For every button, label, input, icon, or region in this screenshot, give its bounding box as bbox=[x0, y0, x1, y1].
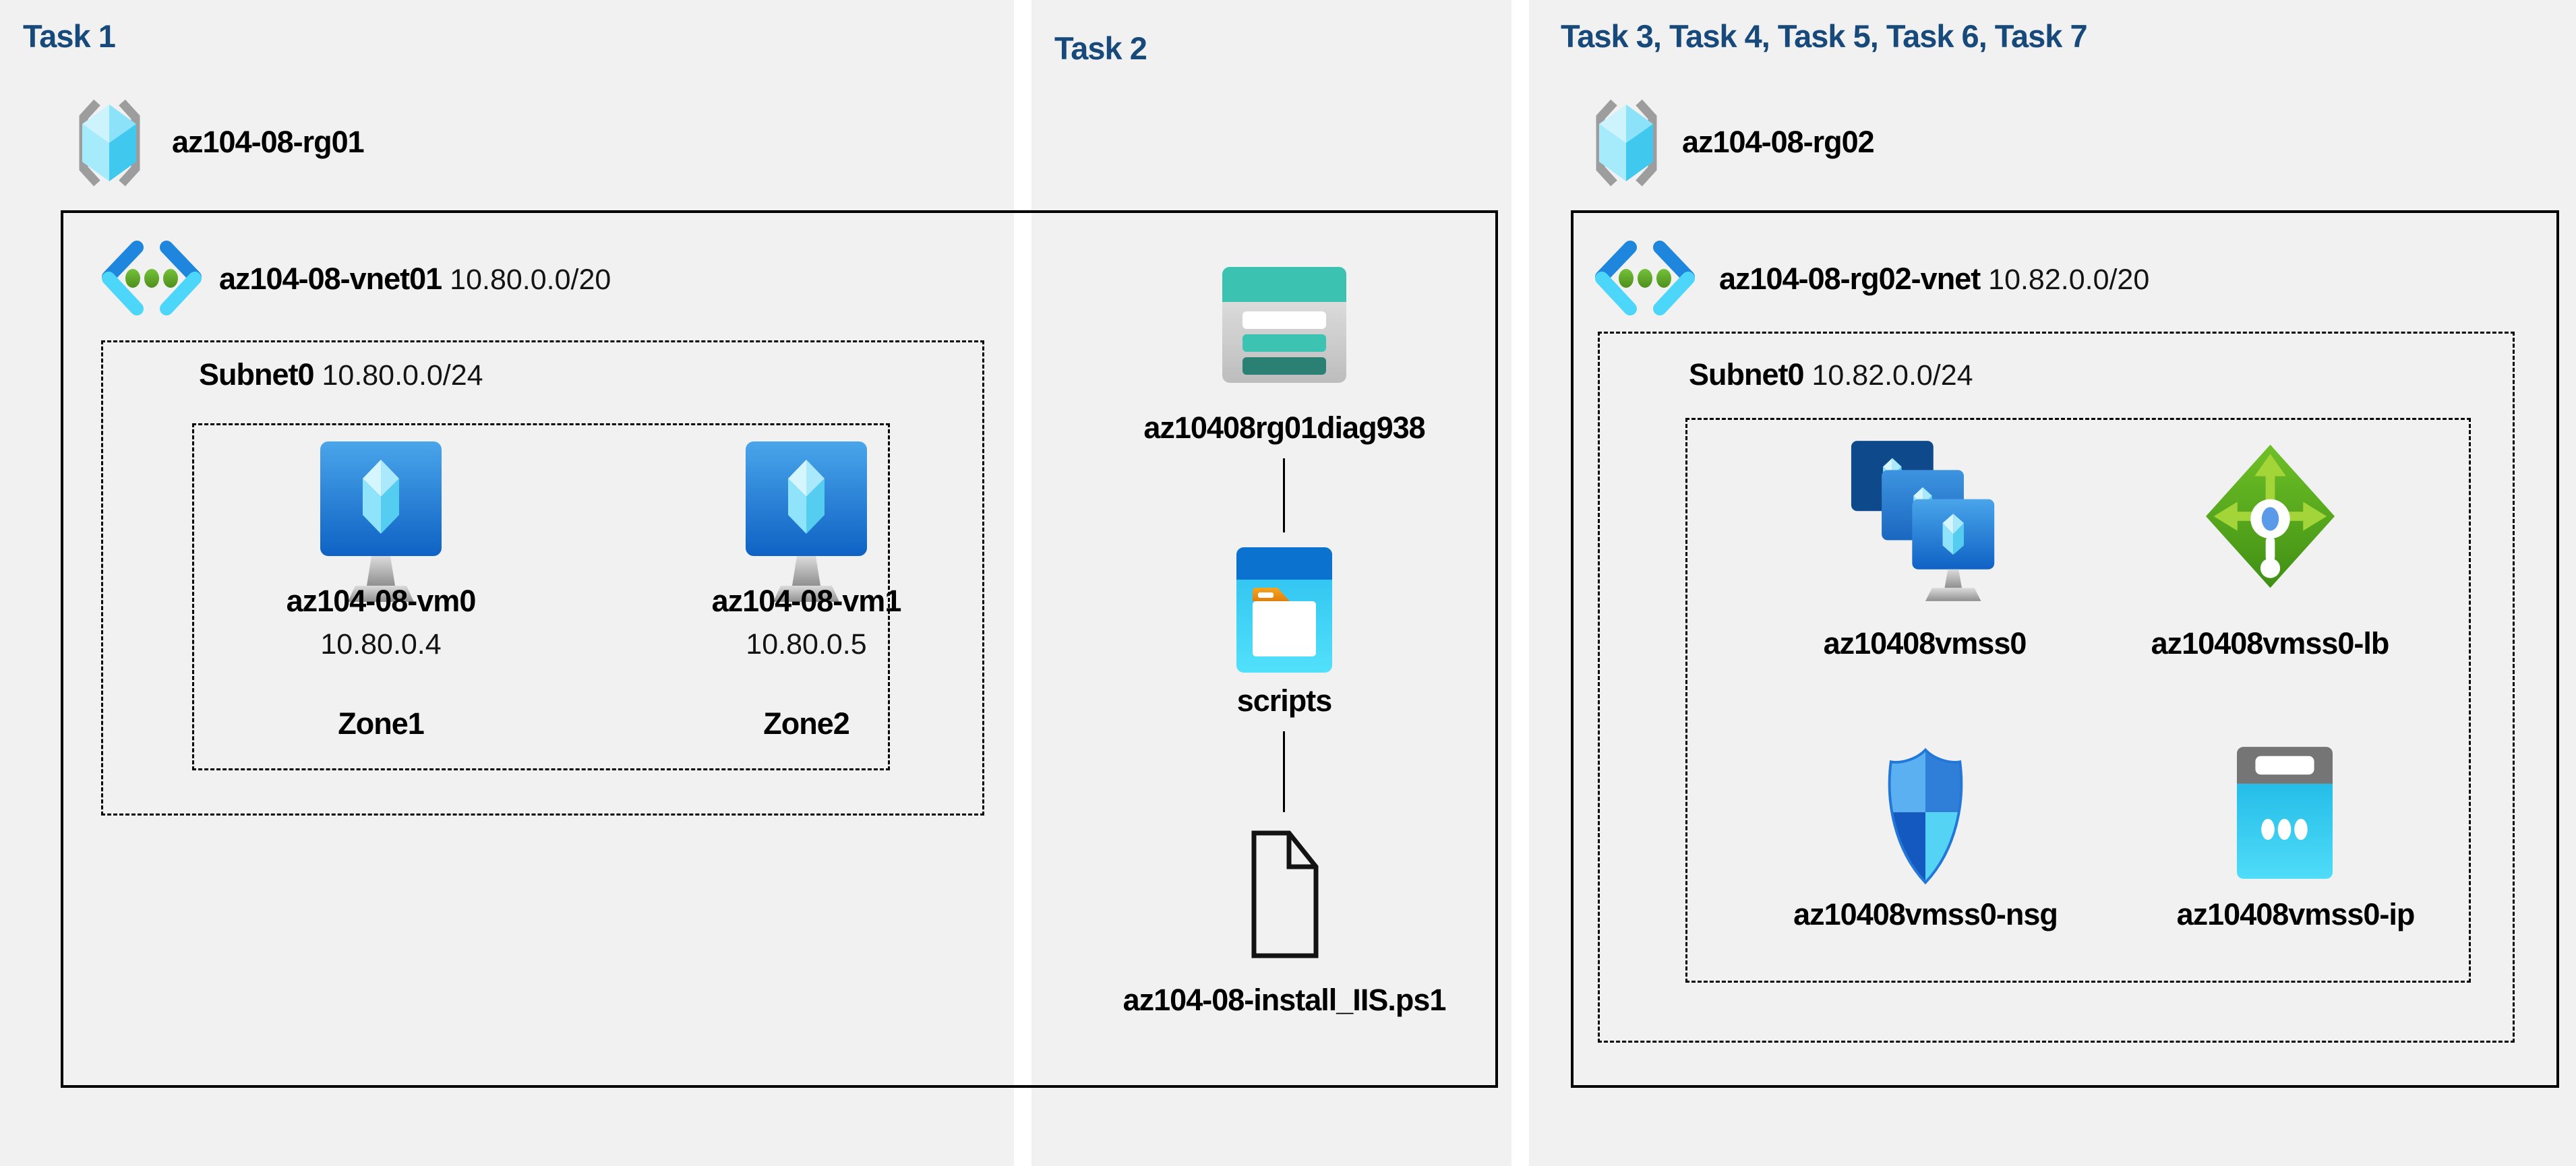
virtual-machine-icon bbox=[746, 441, 867, 602]
container-name: scripts bbox=[1236, 683, 1333, 718]
subnet-label: Subnet0 10.80.0.0/24 bbox=[199, 358, 483, 392]
task3-resources-box bbox=[1685, 418, 2471, 983]
file-icon bbox=[1251, 830, 1319, 958]
storage-account-icon bbox=[1222, 267, 1346, 383]
task3-vnet-boundary-box bbox=[1571, 210, 2559, 1088]
resource-group-icon bbox=[79, 99, 140, 187]
public-ip-icon bbox=[2237, 747, 2333, 879]
subnet-name: Subnet0 bbox=[1689, 357, 1805, 392]
task3-subnet-box bbox=[1598, 332, 2515, 1043]
storage-account-name: az10408rg01diag938 bbox=[1143, 410, 1425, 445]
vnet-cidr-spacer bbox=[442, 264, 450, 296]
connector-line bbox=[1283, 731, 1285, 812]
blob-container-icon bbox=[1236, 547, 1332, 673]
virtual-machine-icon bbox=[320, 441, 442, 602]
vnet-label: az104-08-rg02-vnet 10.82.0.0/20 bbox=[1719, 262, 2149, 296]
vm-zone: Zone1 bbox=[338, 706, 425, 741]
vm-ip: 10.80.0.5 bbox=[746, 628, 867, 661]
vnet-cidr-spacer bbox=[1980, 264, 1988, 296]
subnet-cidr-spacer bbox=[314, 359, 322, 392]
vmss-name: az10408vmss0 bbox=[1823, 626, 2027, 661]
connector-line bbox=[1283, 458, 1285, 532]
subnet-label: Subnet0 10.82.0.0/24 bbox=[1689, 358, 1973, 392]
vm-zone: Zone2 bbox=[763, 706, 850, 741]
task1-subnet-box bbox=[101, 340, 984, 816]
resource-group-name: az104-08-rg01 bbox=[172, 125, 365, 159]
load-balancer-icon bbox=[2205, 444, 2335, 588]
resource-group-name: az104-08-rg02 bbox=[1682, 125, 1875, 159]
network-security-group-icon bbox=[1888, 747, 1963, 885]
task1-zones-box bbox=[192, 423, 890, 770]
vm-name: az104-08-vm0 bbox=[286, 584, 477, 618]
resource-group-icon bbox=[1596, 99, 1657, 187]
subnet-cidr: 10.80.0.0/24 bbox=[322, 359, 483, 392]
panel-task3 bbox=[1529, 0, 2576, 1166]
script-file-name: az104-08-install_IIS.ps1 bbox=[1122, 983, 1447, 1017]
public-ip-name: az10408vmss0-ip bbox=[2176, 897, 2416, 931]
panel-task1 bbox=[0, 0, 1014, 1166]
subnet-name: Subnet0 bbox=[199, 357, 315, 392]
load-balancer-name: az10408vmss0-lb bbox=[2151, 626, 2390, 661]
task1-vnet-boundary-box bbox=[61, 210, 1498, 1088]
task1-title: Task 1 bbox=[23, 18, 116, 54]
vnet-cidr: 10.80.0.0/20 bbox=[450, 264, 611, 296]
task2-title: Task 2 bbox=[1054, 30, 1147, 66]
vnet-name: az104-08-vnet01 bbox=[219, 262, 442, 296]
virtual-network-icon bbox=[1595, 241, 1695, 315]
vnet-cidr: 10.82.0.0/20 bbox=[1988, 264, 2150, 296]
virtual-network-icon bbox=[102, 241, 202, 315]
vnet-label: az104-08-vnet01 10.80.0.0/20 bbox=[219, 262, 611, 296]
vm-scale-set-icon bbox=[1851, 441, 1995, 601]
subnet-cidr: 10.82.0.0/24 bbox=[1811, 359, 1973, 392]
nsg-name: az10408vmss0-nsg bbox=[1793, 897, 2058, 931]
vm-ip: 10.80.0.4 bbox=[320, 628, 442, 661]
vnet-name: az104-08-rg02-vnet bbox=[1719, 262, 1981, 296]
task3-title: Task 3, Task 4, Task 5, Task 6, Task 7 bbox=[1561, 18, 2088, 54]
subnet-cidr-spacer bbox=[1804, 359, 1812, 392]
vm-name: az104-08-vm1 bbox=[711, 584, 902, 618]
